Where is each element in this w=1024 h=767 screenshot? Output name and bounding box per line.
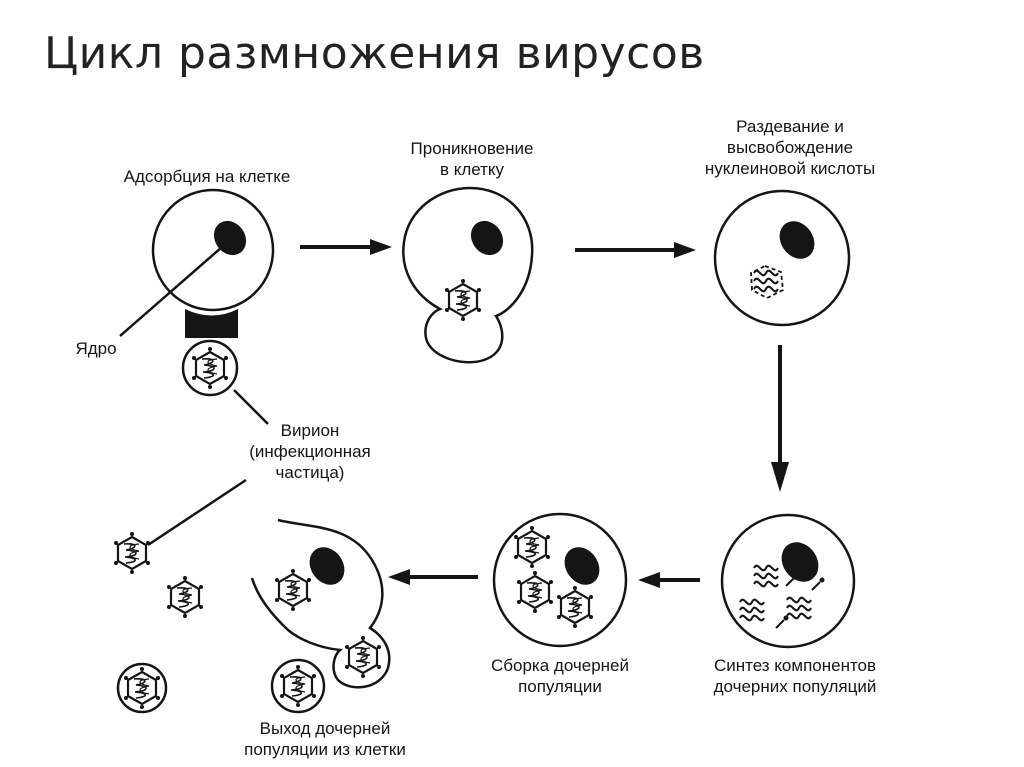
nucleus-icon — [781, 542, 819, 582]
arrow-left-icon — [638, 572, 700, 588]
arrow-down-icon — [771, 345, 789, 492]
virion-pointer — [147, 478, 247, 547]
release-label: Выход дочерней популяции из клетки — [244, 719, 406, 759]
synthesis-label: Синтез компонентов дочерних популяций — [713, 656, 877, 696]
penetration-cell — [402, 186, 534, 364]
penetration-label: Проникновение в клетку — [410, 139, 534, 179]
arrow-right-icon — [575, 242, 696, 258]
nucleus-icon — [564, 547, 600, 585]
arrow-right-icon — [300, 239, 392, 255]
page-title: Цикл размножения вирусов — [44, 28, 705, 79]
nucleus-icon — [470, 220, 504, 256]
arrow-left-icon — [388, 569, 478, 585]
nucleus-icon — [779, 221, 815, 259]
synthesis-cell — [720, 513, 856, 649]
nucleus-pointer — [119, 246, 223, 337]
virion-icon — [112, 530, 326, 714]
uncoating-label: Раздевание и высвобождение нуклеиновой к… — [704, 117, 876, 178]
nucleus-icon — [309, 547, 345, 585]
virion-pointer — [233, 389, 269, 425]
virion-label: Вирион (инфекционная частица) — [249, 421, 371, 482]
uncoating-cell — [713, 189, 851, 327]
nucleus-icon — [213, 220, 247, 256]
assembly-label: Сборка дочерней популяции — [490, 656, 630, 696]
adsorption-label: Адсорбция на клетке — [123, 167, 291, 186]
nucleus-label: Ядро — [75, 339, 117, 358]
release-cell — [250, 518, 391, 689]
assembly-cell — [492, 512, 628, 648]
